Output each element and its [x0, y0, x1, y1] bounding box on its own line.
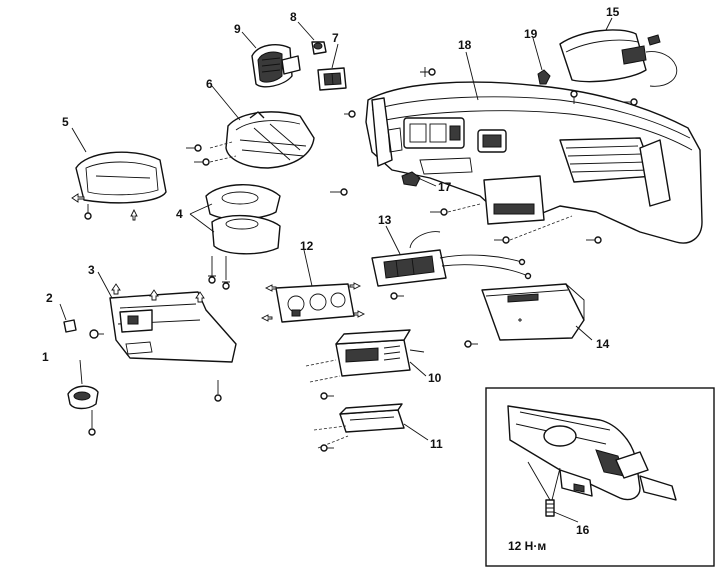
callout-19: 19 — [524, 27, 538, 41]
callout-15: 15 — [606, 5, 620, 19]
callout-3: 3 — [88, 263, 95, 277]
switch-1 — [67, 385, 99, 436]
callout-7: 7 — [332, 31, 339, 45]
callout-5: 5 — [62, 115, 69, 129]
callout-11: 11 — [430, 437, 443, 451]
inset-detail — [485, 387, 715, 567]
switch-knob-8 — [311, 41, 327, 55]
heater-control-panel — [260, 282, 366, 323]
callout-8: 8 — [290, 10, 297, 24]
glove-box — [464, 283, 585, 348]
panel-bolts — [330, 67, 638, 244]
torque-label: 12 Н·м — [508, 539, 546, 553]
callout-9: 9 — [234, 22, 241, 36]
callout-6: 6 — [206, 77, 213, 91]
callout-1: 1 — [42, 350, 49, 364]
clip-2 — [63, 319, 77, 333]
steering-column-covers — [189, 184, 281, 290]
instrument-cluster — [225, 111, 315, 169]
left-air-vent — [251, 44, 301, 88]
bracket-17 — [401, 171, 421, 187]
callout-10: 10 — [428, 371, 442, 385]
callout-17: 17 — [438, 180, 452, 194]
callout-12: 12 — [300, 239, 314, 253]
control-module-11 — [313, 392, 405, 452]
lower-dash-panel — [89, 283, 237, 402]
leader-lines — [59, 17, 613, 441]
callout-16: 16 — [576, 523, 590, 537]
callout-13: 13 — [378, 213, 392, 227]
callout-18: 18 — [458, 38, 472, 52]
clip-19 — [537, 69, 551, 85]
audio-unit — [305, 329, 425, 383]
callout-14: 14 — [596, 337, 610, 351]
passenger-airbag-module — [559, 29, 678, 87]
instrument-panel — [365, 81, 703, 244]
heater-control-unit — [371, 231, 532, 300]
callout-2: 2 — [46, 291, 53, 305]
callout-4: 4 — [176, 207, 183, 221]
switch-block-7 — [317, 67, 347, 91]
cluster-screws — [186, 141, 237, 166]
callout-numbers: 1 2 3 4 5 6 7 8 9 10 11 12 13 14 15 16 1… — [42, 5, 620, 553]
meter-hood — [71, 151, 167, 221]
